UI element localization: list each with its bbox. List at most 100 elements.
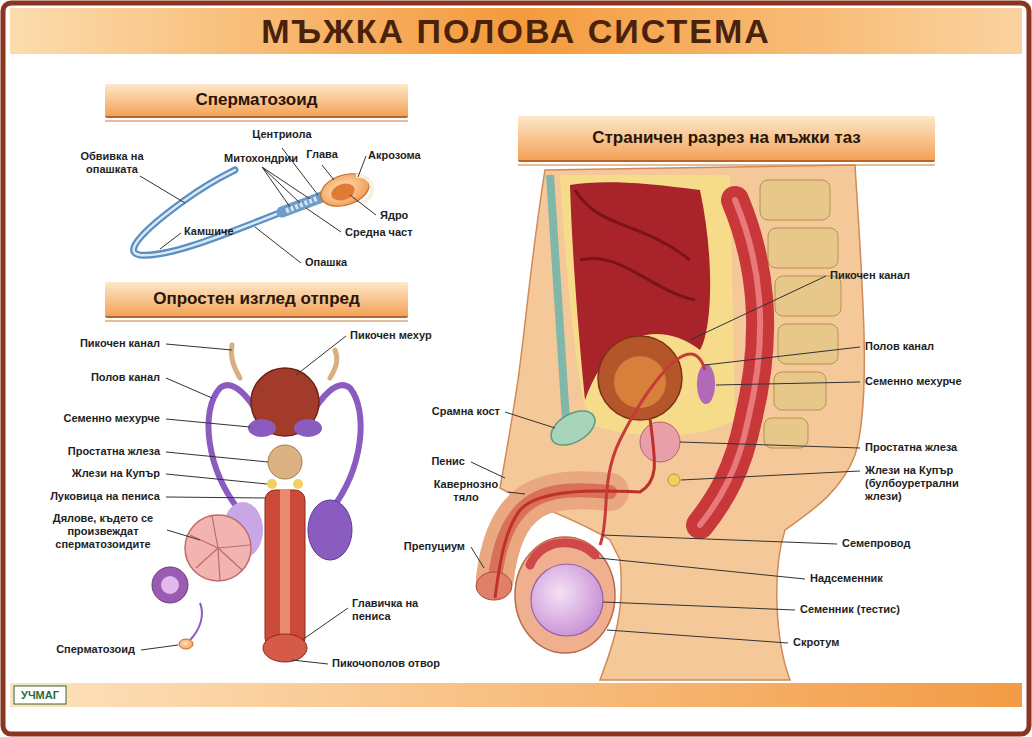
leader-lines-part	[607, 630, 788, 643]
front-view-illustration-part	[280, 490, 290, 648]
leader-lines-part	[166, 344, 232, 350]
leader-lines-part	[508, 492, 525, 494]
leader-lines-part	[166, 497, 265, 498]
side-section-illustration-part	[500, 165, 864, 680]
section-heading: Сперматозоид	[196, 90, 318, 110]
frame-part	[14, 686, 66, 704]
side-section-illustration-part	[531, 564, 603, 636]
side-section-illustration-part	[515, 537, 615, 653]
part-label: Средна част	[345, 226, 413, 239]
side-section-illustration-part	[614, 356, 666, 408]
leader-lines-part	[292, 660, 328, 664]
front-view-illustration	[152, 345, 361, 662]
part-label: Семенно мехурче	[865, 375, 962, 388]
front-view-illustration-part	[152, 567, 188, 603]
leader-lines-part	[681, 471, 860, 480]
leader-lines-part	[471, 547, 484, 568]
front-view-illustration-part	[263, 634, 307, 662]
leader-lines-part	[160, 233, 181, 249]
front-view-illustration-part	[161, 576, 179, 594]
part-label: Полов канал	[865, 340, 934, 353]
leader-lines-part	[166, 419, 250, 427]
part-label: Дялове, където се произвеждат сперматозо…	[42, 512, 164, 551]
leader-lines-part	[602, 535, 837, 544]
part-label: Глава	[306, 148, 338, 161]
leader-lines-part	[690, 276, 826, 340]
sperm-illustration-part	[329, 181, 357, 204]
leader-lines-part	[262, 167, 290, 207]
part-label: Полов канал	[91, 371, 160, 384]
publisher-logo: УЧМАГ	[21, 689, 59, 702]
side-section-illustration-part	[640, 422, 680, 462]
frame-part	[105, 321, 408, 322]
leader-lines-part	[262, 167, 310, 199]
leader-lines-part	[262, 167, 300, 203]
leader-lines-part	[358, 156, 366, 177]
side-section-illustration-part-part	[778, 324, 838, 364]
front-view-illustration-part	[330, 350, 337, 378]
leader-lines-part	[302, 608, 348, 640]
part-label: Срамна кост	[432, 405, 500, 418]
leader-lines-part	[140, 176, 185, 203]
front-view-illustration-part	[248, 419, 276, 437]
frame	[3, 3, 1029, 734]
part-label: Пикочен канал	[80, 337, 160, 350]
side-section-illustration-part	[530, 543, 595, 565]
side-section-illustration-part-part	[774, 372, 826, 410]
leader-lines-part	[306, 208, 341, 232]
side-section-illustration-part	[697, 364, 715, 404]
part-label: Митохондрии	[224, 152, 298, 165]
part-label: Семенно мехурче	[63, 412, 160, 425]
front-view-illustration-part	[308, 500, 352, 560]
part-label: Простатна жлеза	[865, 441, 957, 454]
front-view-illustration-part	[190, 603, 202, 640]
leader-lines-part	[350, 195, 376, 215]
part-label: Акрозома	[368, 149, 421, 162]
part-label: Жлези на Купър (булбоуретрални жлези)	[865, 464, 975, 503]
frame-part	[10, 8, 1022, 54]
sperm-illustration-part	[134, 170, 282, 255]
leader-lines-part	[141, 645, 178, 650]
side-section-illustration	[476, 165, 864, 680]
side-section-illustration-part	[600, 354, 705, 545]
leader-lines-part	[166, 378, 212, 398]
leader-lines-part	[322, 165, 334, 180]
front-view-illustration-part	[293, 479, 303, 489]
section-header: Сперматозоид	[105, 84, 408, 118]
part-label: Семепровод	[842, 537, 910, 550]
part-label: Сперматозоид	[56, 643, 135, 656]
leader-lines-part	[167, 530, 200, 540]
part-label: Центриола	[252, 128, 311, 141]
leader-lines-part	[598, 558, 805, 579]
part-label: Жлези на Купър	[72, 467, 160, 480]
side-section-illustration-part-part	[764, 418, 808, 448]
leader-lines-part	[471, 462, 505, 478]
frame-part	[105, 121, 408, 122]
section-heading: Страничен разрез на мъжки таз	[592, 128, 861, 148]
part-label: Надсеменник	[810, 572, 883, 585]
sperm-illustration-part	[356, 176, 372, 203]
leader-lines-part	[166, 474, 267, 484]
part-label: Пенис	[431, 455, 465, 468]
side-section-illustration-part-part	[775, 276, 841, 316]
section-header: Страничен разрез на мъжки таз	[518, 116, 935, 162]
sperm-illustration-part	[286, 198, 318, 211]
side-section-illustration-part	[668, 474, 680, 486]
side-section-illustration-part-part	[768, 228, 838, 268]
part-label: Пикочен канал	[830, 269, 910, 282]
front-view-illustration-part	[190, 516, 250, 581]
front-view-illustration-part	[294, 419, 322, 437]
front-view-illustration-part	[185, 515, 251, 581]
leader-lines	[140, 148, 860, 664]
leader-lines-part	[705, 347, 860, 365]
part-label: Препуциум	[404, 540, 465, 553]
side-section-illustration-part-part	[760, 180, 830, 220]
part-label: Камшиче	[184, 225, 234, 238]
section-heading: Опростен изглед отпред	[153, 289, 360, 309]
frame-part	[518, 165, 935, 166]
leader-lines-part	[680, 442, 860, 448]
part-label: Главичка на пениса	[352, 597, 434, 623]
part-label: Луковица на пениса	[50, 490, 160, 503]
leader-lines-part	[255, 227, 301, 263]
